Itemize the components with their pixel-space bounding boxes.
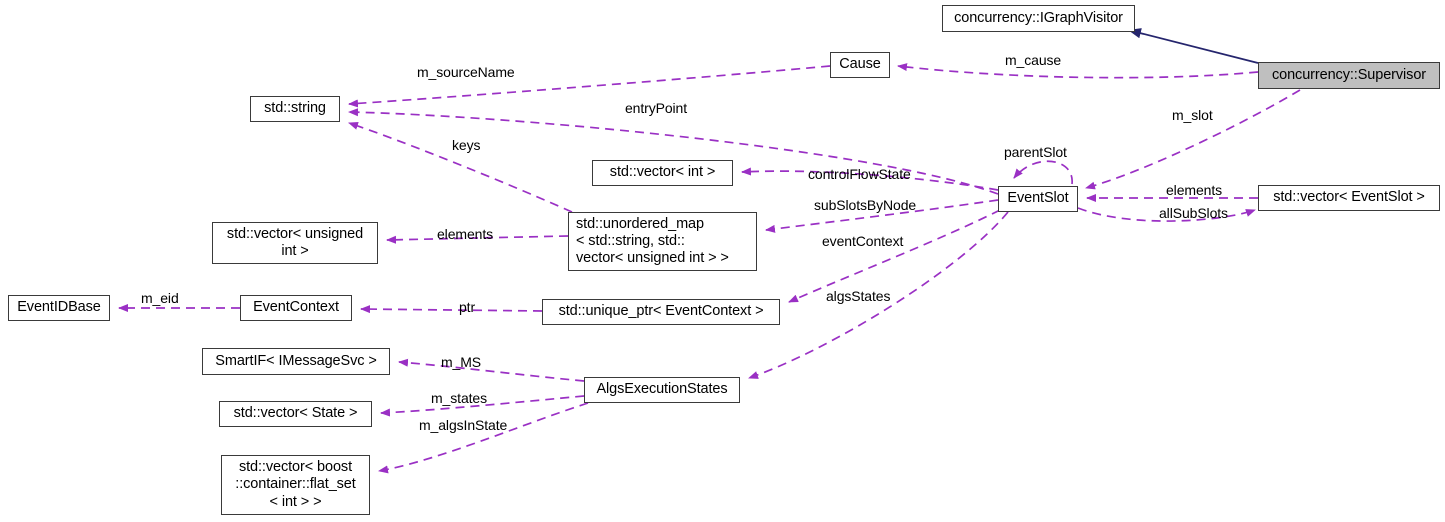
- edge-entryPoint: [348, 108, 999, 195]
- edge-label-eventContext: eventContext: [822, 233, 904, 249]
- edge-parentSlot: [1013, 160, 1073, 185]
- edge-label-keys: keys: [452, 137, 481, 153]
- node-std-vector-eventslot[interactable]: std::vector< EventSlot >: [1258, 185, 1440, 211]
- edge-m_algsInState: [378, 402, 589, 474]
- edge-label-ptr: ptr: [459, 299, 476, 315]
- edge-keys: [348, 122, 573, 213]
- node-eventidbase[interactable]: EventIDBase: [8, 295, 110, 321]
- edge-label-m_sourceName: m_sourceName: [417, 64, 515, 80]
- edge-label-m_MS: m_MS: [441, 354, 482, 370]
- edge-m_cause: [897, 63, 1259, 79]
- node-std-unordered-map[interactable]: std::unordered_map < std::string, std:: …: [568, 212, 757, 271]
- edge-m_slot: [1085, 89, 1301, 190]
- node-std-string[interactable]: std::string: [250, 96, 340, 122]
- edge-algsStates: [748, 211, 1009, 379]
- edge-label-m_slot: m_slot: [1172, 107, 1213, 123]
- node-std-unique-ptr-eventcontext[interactable]: std::unique_ptr< EventContext >: [542, 299, 780, 325]
- edge-label-entryPoint: entryPoint: [625, 100, 688, 116]
- node-eventcontext[interactable]: EventContext: [240, 295, 352, 321]
- edge-allSubSlots: [1077, 207, 1256, 222]
- node-smartif-imessagesvc[interactable]: SmartIF< IMessageSvc >: [202, 348, 390, 375]
- edge-m_states: [380, 395, 585, 417]
- edge-ptr: [360, 305, 543, 314]
- edge-m_MS: [398, 358, 585, 382]
- edge-label-subSlotsByNode: subSlotsByNode: [814, 197, 917, 213]
- node-std-vector-int[interactable]: std::vector< int >: [592, 160, 733, 186]
- edge-label-elements-eventslot: elements: [1166, 182, 1223, 198]
- edge-label-m_cause: m_cause: [1005, 52, 1062, 68]
- edge-label-algsStates: algsStates: [826, 288, 891, 304]
- edge-label-elements-unsigned-int: elements: [437, 226, 494, 242]
- edge-eventContext: [788, 209, 1001, 303]
- edge-label-allSubSlots: allSubSlots: [1159, 205, 1228, 221]
- edge-label-m_algsInState: m_algsInState: [419, 417, 508, 433]
- node-std-vector-boost-flat-set[interactable]: std::vector< boost ::container::flat_set…: [221, 455, 370, 515]
- node-algsexecutionstates[interactable]: AlgsExecutionStates: [584, 377, 740, 403]
- edge-controlFlowState: [741, 167, 999, 191]
- node-concurrency-supervisor[interactable]: concurrency::Supervisor: [1258, 62, 1440, 89]
- edge-label-parentSlot: parentSlot: [1004, 144, 1067, 160]
- edge-m_sourceName: [348, 65, 831, 108]
- node-cause[interactable]: Cause: [830, 52, 890, 78]
- edge-inheritance-supervisor-igraphvisitor: [1127, 28, 1259, 64]
- node-std-vector-state[interactable]: std::vector< State >: [219, 401, 372, 427]
- edge-label-m_states: m_states: [431, 390, 487, 406]
- edge-elements-uint: [386, 235, 569, 244]
- edge-label-m_eid: m_eid: [141, 290, 179, 306]
- edge-label-controlFlowState: controlFlowState: [808, 166, 911, 182]
- node-concurrency-igraphvisitor[interactable]: concurrency::IGraphVisitor: [942, 5, 1135, 32]
- node-std-vector-unsigned-int[interactable]: std::vector< unsigned int >: [212, 222, 378, 264]
- node-eventslot[interactable]: EventSlot: [998, 186, 1078, 212]
